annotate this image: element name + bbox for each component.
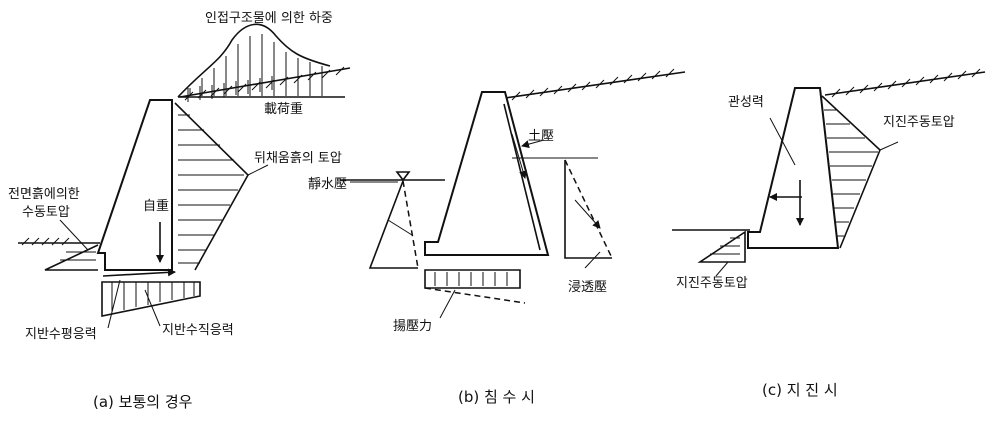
caption-a: (a) 보통의 경우 (93, 393, 193, 411)
label-hydrostatic: 靜水壓 (308, 177, 347, 192)
label-front-passive-1: 전면흙에의한 (8, 187, 80, 202)
label-adjacent-load: 인접구조물에 의한 하중 (205, 11, 333, 26)
label-earth-pressure: 土壓 (528, 129, 554, 144)
hydrostatic-pressure (350, 180, 419, 269)
seepage-pressure (564, 159, 613, 269)
ground-stress-diagram (101, 268, 201, 329)
label-uplift: 揚壓力 (393, 318, 432, 334)
retaining-wall-c (747, 87, 840, 249)
uplift-pressure (424, 269, 526, 319)
panel-a-normal-case: 인접구조물에 의한 하중 載荷重 뒤채움흙의 토압 전면흙에의한 수동토압 自重… (8, 11, 351, 411)
panel-c-earthquake: 관성력 지진주동토압 지진주동토압 (c) 지 진 시 (672, 68, 986, 399)
caption-c: (c) 지 진 시 (762, 381, 838, 399)
label-seismic-active-back: 지진주동토압 (883, 115, 955, 130)
label-backfill-pressure: 뒤채움흙의 토압 (254, 151, 342, 166)
retaining-wall-b (424, 91, 550, 256)
adjacent-structure-load (177, 23, 345, 98)
panel-b-submerged: 土壓 靜水壓 浸透壓 揚壓力 (b) 침 수 시 (308, 68, 686, 406)
label-surcharge: 載荷重 (264, 101, 303, 117)
front-passive-pressure (18, 219, 100, 271)
seismic-active-pressure-front (672, 229, 750, 277)
backfill-earth-pressure-diagram (174, 102, 269, 271)
label-ground-vertical: 지반수직응력 (162, 323, 234, 338)
label-seepage: 浸透壓 (568, 280, 607, 295)
label-ground-horizontal: 지반수평응력 (25, 327, 97, 342)
label-self-weight: 自重 (143, 198, 169, 214)
seismic-active-pressure-back (821, 95, 899, 249)
label-seismic-active-front: 지진주동토압 (676, 276, 748, 291)
label-front-passive-2: 수동토압 (22, 205, 70, 220)
label-inertia: 관성력 (728, 95, 764, 110)
caption-b: (b) 침 수 시 (458, 388, 535, 406)
retaining-wall-a (96, 99, 173, 271)
backfill-ground-surface (179, 66, 351, 102)
